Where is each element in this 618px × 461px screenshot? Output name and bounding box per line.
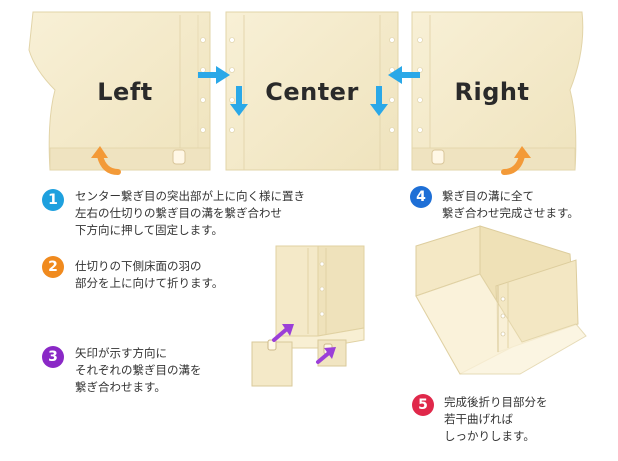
panel-right-label: Right [454, 78, 530, 106]
step-5-line: しっかりします。 [444, 429, 535, 443]
step-3-line: 繋ぎ合わせます。 [75, 380, 166, 394]
step-4-text: 繋ぎ目の溝に全て 繋ぎ合わせ完成させます。 [442, 188, 579, 222]
fold-up-arrow-icon [91, 146, 121, 175]
step-2-line: 部分を上に向けて折ります。 [75, 276, 224, 290]
arrow-down-icon [230, 86, 248, 116]
step-4-badge: 4 [410, 186, 432, 208]
step-2-text: 仕切りの下側床面の羽の 部分を上に向けて折ります。 [75, 258, 223, 292]
step-1-line: センター繋ぎ目の突出部が上に向く様に置き [75, 189, 305, 203]
step-5-text: 完成後折り目部分を 若干曲げれば しっかりします。 [444, 394, 548, 445]
step-1-text: センター繋ぎ目の突出部が上に向く様に置き 左右の仕切りの繋ぎ目の溝を繋ぎ合わせ … [75, 188, 305, 239]
arrow-left-icon [388, 66, 420, 84]
step-3-badge: 3 [42, 346, 64, 368]
fold-up-arrow-icon [501, 146, 531, 175]
assembled-box-photo [415, 225, 587, 375]
step-1-line: 左右の仕切りの繋ぎ目の溝を繋ぎ合わせ [75, 206, 282, 220]
step-2-line: 仕切りの下側床面の羽の [75, 259, 202, 273]
step-1-badge: 1 [42, 189, 64, 211]
step-3-line: それぞれの繋ぎ目の溝を [75, 363, 202, 377]
step-5-badge: 5 [412, 394, 434, 416]
step-4-line: 繋ぎ目の溝に全て [442, 189, 534, 203]
step-3-line: 矢印が示す方向に [75, 346, 167, 360]
step-2-badge: 2 [42, 256, 64, 278]
corner-joint-photo [248, 244, 366, 392]
panel-center-label: Center [265, 78, 359, 106]
step-5-line: 完成後折り目部分を [444, 395, 548, 409]
step-3-text: 矢印が示す方向に それぞれの繋ぎ目の溝を 繋ぎ合わせます。 [75, 345, 202, 396]
panel-left-photo [28, 11, 211, 171]
step-1-line: 下方向に押して固定します。 [75, 223, 224, 237]
panel-center-photo [225, 11, 399, 171]
step-4-line: 繋ぎ合わせ完成させます。 [442, 206, 579, 220]
panel-right-photo [411, 11, 584, 171]
arrow-down-icon [370, 86, 388, 116]
panel-left-label: Left [97, 78, 153, 106]
step-5-line: 若干曲げれば [444, 412, 513, 426]
arrow-right-icon [198, 66, 230, 84]
